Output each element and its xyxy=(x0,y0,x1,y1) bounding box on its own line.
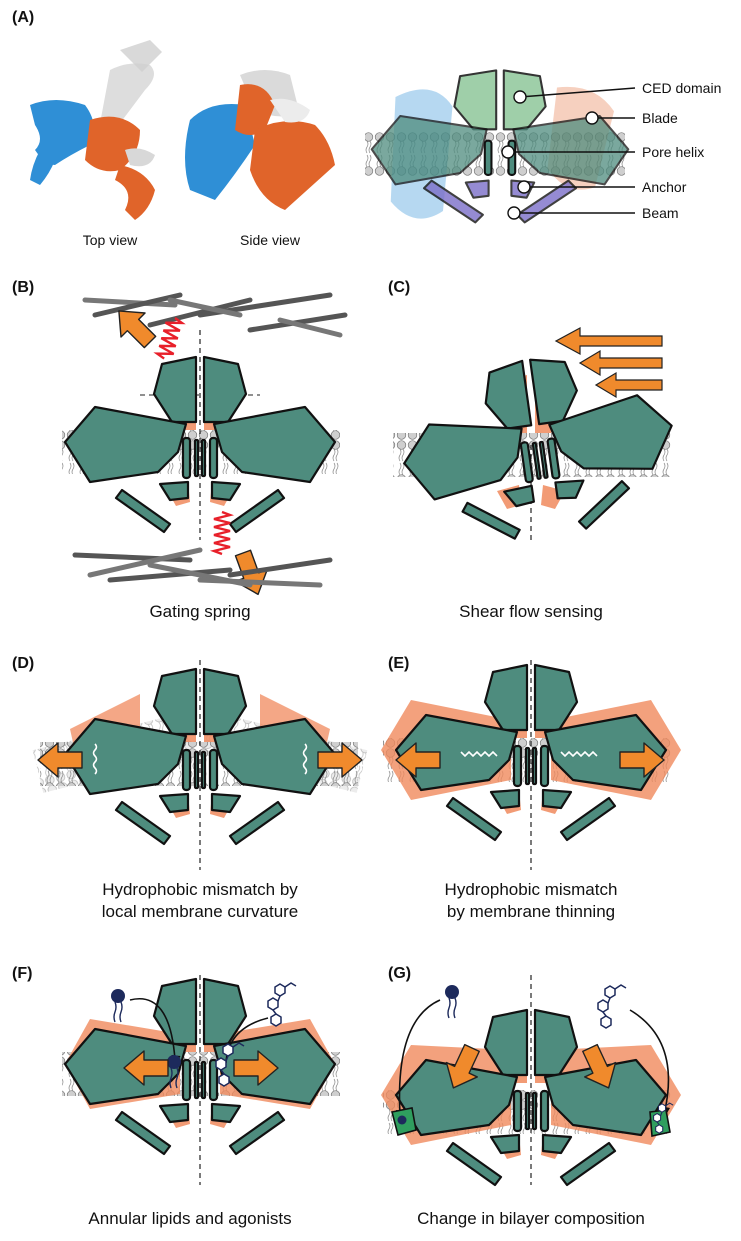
panel-e-caption-line2: by membrane thinning xyxy=(447,902,615,921)
panel-g-label: (G) xyxy=(388,965,411,982)
panel-a-label: (A) xyxy=(12,9,34,26)
panel-b-label: (B) xyxy=(12,279,34,296)
panel-a: (A) Top view Side view xyxy=(12,9,721,248)
panel-b-caption: Gating spring xyxy=(149,602,250,621)
panel-e-label: (E) xyxy=(388,655,409,672)
lipid-icon xyxy=(111,989,125,1022)
panel-d-label: (D) xyxy=(12,655,34,672)
top-view-structure xyxy=(30,40,162,220)
callout-beam: Beam xyxy=(642,205,679,221)
filament-icon xyxy=(75,550,330,585)
panel-g-caption: Change in bilayer composition xyxy=(417,1209,645,1228)
callout-pore-helix: Pore helix xyxy=(642,144,704,160)
callout-ced-domain: CED domain xyxy=(642,80,721,96)
panel-d-caption-line2: local membrane curvature xyxy=(102,902,299,921)
agonist-icon xyxy=(268,983,296,1026)
panel-c-label: (C) xyxy=(388,279,410,296)
lipid-icon xyxy=(445,985,459,1018)
callout-blade: Blade xyxy=(642,110,678,126)
side-view-label: Side view xyxy=(240,232,301,248)
panel-g: (G) Change in bilayer composition xyxy=(381,965,681,1228)
callout-anchor: Anchor xyxy=(642,179,687,195)
panel-e-caption-line1: Hydrophobic mismatch xyxy=(445,880,618,899)
panel-f-label: (F) xyxy=(12,965,32,982)
panel-f-caption: Annular lipids and agonists xyxy=(88,1209,291,1228)
panel-f: (F) Annular lipids and agonists xyxy=(12,965,340,1228)
panel-d: (D) Hydrophobic mismatch by local membra… xyxy=(12,655,367,921)
spring-icon xyxy=(214,512,230,554)
side-view-structure xyxy=(185,70,335,210)
panel-c: (C) Shear flow sensing xyxy=(388,279,684,621)
panel-e: (E) Hydrophobic mismatch by membrane thi… xyxy=(381,655,681,921)
agonist-icon xyxy=(598,985,626,1028)
panel-c-caption: Shear flow sensing xyxy=(459,602,603,621)
panel-d-caption-line1: Hydrophobic mismatch by xyxy=(102,880,298,899)
top-view-label: Top view xyxy=(83,232,138,248)
panel-b: (B) Ga xyxy=(12,279,345,621)
